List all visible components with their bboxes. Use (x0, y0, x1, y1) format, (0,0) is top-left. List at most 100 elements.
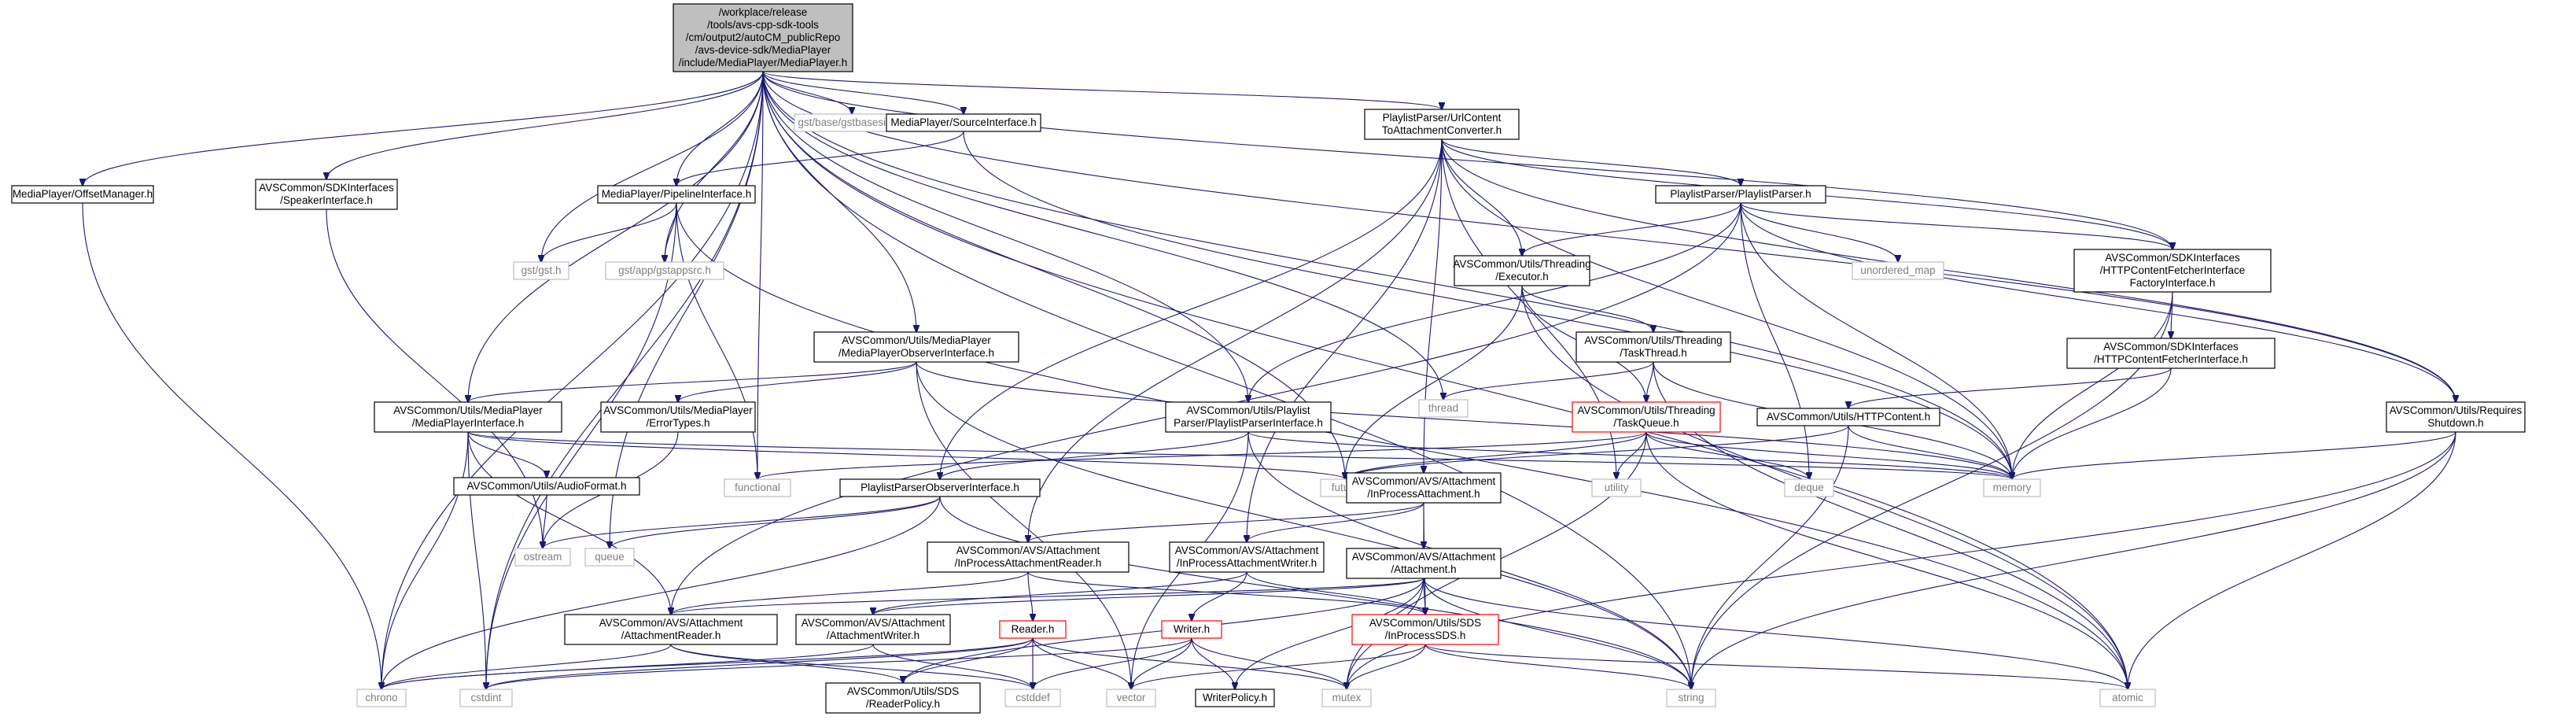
node-gstbasesink[interactable]: gst/base/gstbasesink.h (794, 113, 910, 132)
node-label-writerpolicy: WriterPolicy.h (1203, 692, 1267, 703)
edge-attachment-to-atomic (1423, 578, 2128, 689)
node-label-attachwriter: AVSCommon/AVS/Attachment (802, 617, 945, 629)
node-label-gst: gst/gst.h (521, 264, 561, 276)
node-box-requiresshutdown (2386, 401, 2526, 433)
node-mpobserver[interactable]: AVSCommon/Utils/MediaPlayer/MediaPlayerO… (813, 331, 1019, 363)
node-label-queue: queue (595, 551, 625, 563)
node-string[interactable]: string (1666, 689, 1716, 707)
edge-requiresshutdown-to-atomic (2128, 431, 2456, 689)
node-vector[interactable]: vector (1106, 689, 1156, 707)
edge-taskqueue-to-utility (1616, 431, 1647, 479)
node-plobserver[interactable]: PlaylistParserObserverInterface.h (839, 478, 1041, 497)
edge-playlistparser-to-httpfactory (1740, 202, 2172, 249)
node-executor[interactable]: AVSCommon/Utils/Threading/Executor.h (1453, 255, 1591, 286)
node-box-offset (11, 185, 154, 204)
node-speaker[interactable]: AVSCommon/SDKInterfaces/SpeakerInterface… (255, 179, 398, 210)
node-offset[interactable]: MediaPlayer/OffsetManager.h (11, 185, 154, 204)
edge-mpinterface-to-memory (467, 431, 2012, 479)
node-attachwriter[interactable]: AVSCommon/AVS/Attachment/AttachmentWrite… (795, 614, 951, 645)
node-label-root: /cm/output2/autoCM_publicRepo (686, 31, 841, 43)
node-box-httpfetcher (2066, 338, 2276, 369)
edge-urlconv-to-requiresshutdown (1441, 138, 2456, 402)
edge-mpobserver-to-mpinterface (468, 361, 917, 402)
node-root[interactable]: /workplace/release/tools/avs-cpp-sdk-too… (673, 3, 853, 72)
node-memory[interactable]: memory (1983, 478, 2041, 497)
node-box-readerh (999, 620, 1067, 639)
node-deque[interactable]: deque (1784, 478, 1834, 497)
edge-inprocwriter-to-writerh (1192, 571, 1247, 621)
node-taskthread[interactable]: AVSCommon/Utils/Threading/TaskThread.h (1575, 331, 1731, 363)
edge-writerh-to-cstddef (1033, 637, 1192, 689)
node-inprocwriter[interactable]: AVSCommon/AVS/Attachment/InProcessAttach… (1169, 541, 1325, 573)
node-label-unordered_map: unordered_map (1860, 264, 1935, 276)
edge-executor-to-future (1345, 285, 1523, 479)
node-utility[interactable]: utility (1591, 478, 1642, 497)
edge-plobserver-to-string (939, 496, 1691, 689)
node-label-executor: /Executor.h (1495, 271, 1549, 282)
node-readerpolicy[interactable]: AVSCommon/Utils/SDS/ReaderPolicy.h (825, 682, 981, 714)
node-ostream[interactable]: ostream (514, 548, 571, 567)
node-inprocsds[interactable]: AVSCommon/Utils/SDS/InProcessSDS.h (1351, 614, 1499, 645)
node-attachment[interactable]: AVSCommon/AVS/Attachment/Attachment.h (1346, 548, 1502, 579)
node-httpfactory[interactable]: AVSCommon/SDKInterfaces/HTTPContentFetch… (2073, 249, 2272, 293)
edge-mpobserver-to-memory (916, 361, 2012, 479)
node-writerh[interactable]: Writer.h (1161, 620, 1222, 639)
edge-attachment-to-attachreader (671, 578, 1424, 615)
node-readerh[interactable]: Reader.h (999, 620, 1067, 639)
node-audioformat[interactable]: AVSCommon/Utils/AudioFormat.h (453, 477, 640, 496)
node-httpcontent[interactable]: AVSCommon/Utils/HTTPContent.h (1756, 408, 1940, 426)
node-cstdint[interactable]: cstdint (459, 689, 513, 707)
node-queue[interactable]: queue (584, 548, 635, 567)
edge-root-to-playlistparserif (762, 71, 1248, 402)
node-gst[interactable]: gst/gst.h (513, 261, 569, 280)
node-label-readerpolicy: /ReaderPolicy.h (866, 698, 940, 710)
node-source[interactable]: MediaPlayer/SourceInterface.h (886, 113, 1041, 132)
node-box-mpinterface (374, 401, 562, 433)
node-chrono[interactable]: chrono (356, 689, 407, 707)
node-thread[interactable]: thread (1418, 399, 1469, 418)
node-label-speaker: AVSCommon/SDKInterfaces (259, 182, 394, 194)
node-playlistparser[interactable]: PlaylistParser/PlaylistParser.h (1655, 185, 1826, 204)
node-mpinterface[interactable]: AVSCommon/Utils/MediaPlayer/MediaPlayerI… (374, 401, 562, 433)
node-pipeline[interactable]: MediaPlayer/PipelineInterface.h (597, 185, 756, 204)
node-inprocreader[interactable]: AVSCommon/AVS/Attachment/InProcessAttach… (927, 541, 1130, 573)
node-unordered_map[interactable]: unordered_map (1852, 261, 1944, 280)
node-label-errortypes: /ErrorTypes.h (646, 417, 709, 429)
node-writerpolicy[interactable]: WriterPolicy.h (1195, 689, 1275, 707)
node-attachreader[interactable]: AVSCommon/AVS/Attachment/AttachmentReade… (564, 614, 778, 645)
node-cstddef[interactable]: cstddef (1004, 689, 1061, 707)
edge-inprocreader-to-attachreader (671, 571, 1029, 615)
node-inprocattach[interactable]: AVSCommon/AVS/Attachment/InProcessAttach… (1346, 472, 1502, 504)
edge-inprocsds-to-vector (1131, 644, 1426, 689)
node-playlistparserif[interactable]: AVSCommon/Utils/PlaylistParser/PlaylistP… (1165, 401, 1332, 433)
node-mutex[interactable]: mutex (1321, 689, 1372, 707)
node-label-requiresshutdown: AVSCommon/Utils/Requires (2390, 404, 2523, 416)
edge-readerh-to-cstdint (486, 637, 1034, 689)
node-box-deque (1784, 478, 1834, 497)
node-errortypes[interactable]: AVSCommon/Utils/MediaPlayer/ErrorTypes.h (600, 401, 756, 433)
node-label-thread: thread (1428, 402, 1458, 414)
node-label-inprocreader: /InProcessAttachmentReader.h (955, 557, 1102, 569)
edge-httpcontent-to-memory (1848, 425, 2012, 479)
node-label-httpfactory: FactoryInterface.h (2130, 277, 2216, 289)
node-box-memory (1983, 478, 2041, 497)
node-box-speaker (255, 179, 398, 210)
node-label-gstbasesink: gst/base/gstbasesink.h (798, 116, 905, 128)
node-label-httpcontent: AVSCommon/Utils/HTTPContent.h (1767, 411, 1930, 423)
node-label-cstddef: cstddef (1015, 692, 1050, 703)
node-label-chrono: chrono (365, 692, 397, 703)
node-atomic[interactable]: atomic (2099, 689, 2156, 707)
node-functional[interactable]: functional (724, 478, 791, 497)
edge-mpobserver-to-errortypes (678, 361, 917, 402)
edge-urlconv-to-inprocattach (1424, 138, 1443, 473)
node-httpfetcher[interactable]: AVSCommon/SDKInterfaces/HTTPContentFetch… (2066, 338, 2276, 369)
node-taskqueue[interactable]: AVSCommon/Utils/Threading/TaskQueue.h (1572, 401, 1721, 433)
node-box-httpcontent (1756, 408, 1940, 426)
edge-playlistparser-to-deque (1740, 202, 1809, 479)
node-box-chrono (356, 689, 407, 707)
node-urlconv[interactable]: PlaylistParser/UrlContentToAttachmentCon… (1364, 109, 1520, 140)
node-box-root (673, 3, 853, 72)
node-box-plobserver (839, 478, 1041, 497)
node-gstappsrc[interactable]: gst/app/gstappsrc.h (605, 261, 724, 280)
